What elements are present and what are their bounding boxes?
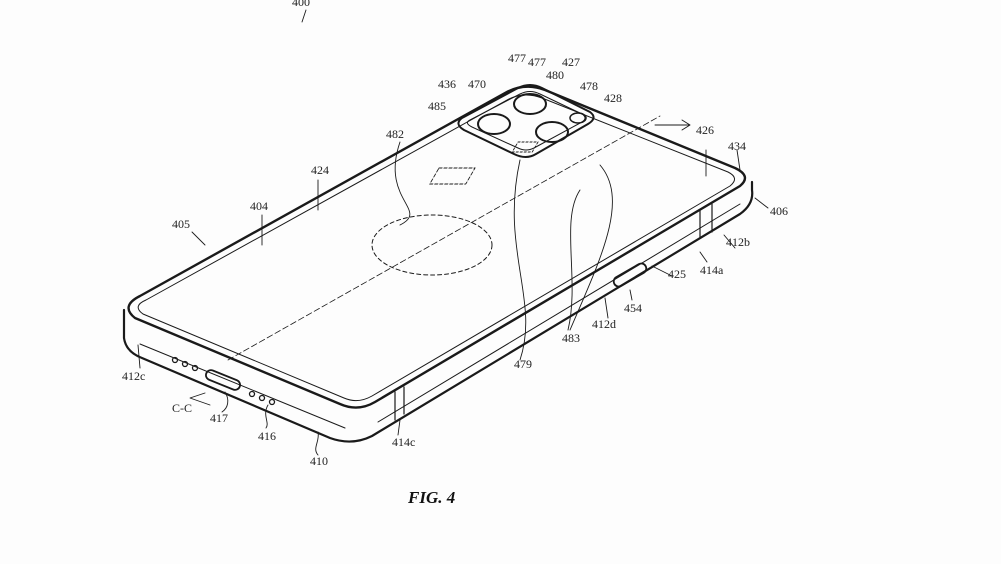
reference-label: 478: [580, 79, 598, 93]
reference-label: 400: [292, 0, 310, 9]
reference-label: 428: [604, 91, 622, 105]
charging-port: [205, 369, 241, 391]
reference-label: 404: [250, 199, 268, 213]
dashed-component: [429, 167, 476, 185]
reference-label: 485: [428, 99, 446, 113]
reference-label: 483: [562, 331, 580, 345]
band-separator-414c: [394, 386, 405, 421]
reference-label: 414c: [392, 435, 416, 449]
reference-label: 426: [696, 123, 714, 137]
reference-label: C-C: [172, 401, 193, 415]
reference-label: 410: [310, 454, 328, 468]
reference-label: 412d: [592, 317, 616, 331]
phone-back-inner-edge: [137, 94, 735, 402]
band-separator-414a: [699, 203, 713, 239]
charging-coil-dashed: [371, 214, 493, 276]
reference-label: 479: [514, 357, 532, 371]
reference-label: 412b: [726, 235, 750, 249]
speaker-holes: [171, 356, 276, 406]
reference-label: 436: [438, 77, 456, 91]
reference-label: 424: [311, 163, 329, 177]
reference-label: 405: [172, 217, 190, 231]
reference-label: 414a: [700, 263, 724, 277]
figure-caption: FIG. 4: [408, 488, 456, 507]
phone-side-wall: [122, 180, 754, 443]
phone-back-outline: [127, 85, 747, 409]
reference-label: 480: [546, 68, 564, 82]
side-button: [612, 262, 648, 288]
camera-lens: [535, 121, 569, 143]
sensor-dashed: [511, 141, 539, 153]
camera-module: [457, 84, 595, 158]
reference-label: 470: [468, 77, 486, 91]
reference-label: 406: [770, 204, 788, 218]
reference-label: 416: [258, 429, 276, 443]
camera-lens: [513, 93, 547, 115]
reference-label: 434: [728, 139, 746, 153]
reference-label: 425: [668, 267, 686, 281]
leader-lines: [137, 9, 769, 456]
reference-label: 417: [210, 411, 228, 425]
reference-label: 477: [528, 55, 546, 69]
reference-label: 482: [386, 127, 404, 141]
reference-label: 412c: [122, 369, 146, 383]
reference-label: 427: [562, 55, 580, 69]
flash: [569, 112, 587, 124]
reference-label: 454: [624, 301, 642, 315]
reference-label: 477: [508, 51, 526, 65]
camera-lens: [477, 113, 511, 135]
center-dashed-line: [227, 115, 661, 361]
